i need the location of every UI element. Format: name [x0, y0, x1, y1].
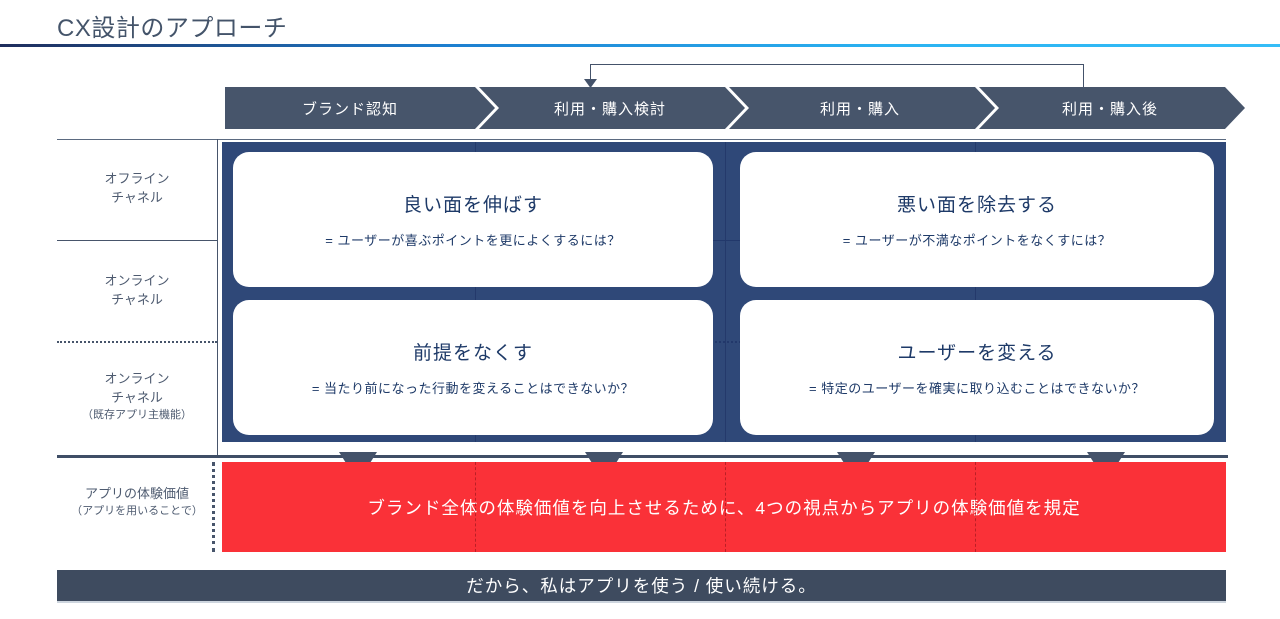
quadrant-card-remove-bad: 悪い面を除去する = ユーザーが不満なポイントをなくすには？ [740, 152, 1214, 287]
stage-boundary-line [975, 142, 976, 442]
journey-stage-label: 利用・購入検討 [553, 100, 666, 118]
grid-line-top [57, 139, 1226, 140]
quadrant-title: 前提をなくす [412, 343, 533, 364]
journey-stage-label: ブランド認知 [301, 100, 398, 118]
quadrant-title: 悪い面を除去する [896, 195, 1057, 216]
journey-stage-label: 利用・購入後 [1061, 100, 1158, 118]
row-separator-solid [703, 240, 745, 241]
quadrant-subtitle: = ユーザーが喜ぶポイントを更によくするには？ [325, 233, 621, 248]
quadrant-title: 良い面を伸ばす [402, 195, 543, 216]
row-separator-solid [57, 240, 217, 241]
conclusion-bar: だから、私はアプリを使う / 使い続ける。 [57, 570, 1226, 603]
title-underline [0, 44, 1280, 47]
row-separator-dotted [703, 341, 745, 343]
quadrant-card-extend-good: 良い面を伸ばす = ユーザーが喜ぶポイントを更によくするには？ [233, 152, 713, 287]
quadrant-subtitle: = 当たり前になった行動を変えることはできないか？ [311, 381, 635, 396]
grid-line-vertical [217, 139, 218, 457]
quadrant-card-change-user: ユーザーを変える = 特定のユーザーを確実に取り込むことはできないか？ [740, 300, 1214, 435]
loopback-arrow-line [590, 64, 591, 80]
loopback-arrow-line [590, 64, 1084, 65]
app-value-banner: ブランド全体の体験価値を向上させるために、4つの視点からアプリの体験価値を規定 [222, 462, 1226, 552]
red-banner-dotted-edge [212, 462, 215, 552]
quadrant-subtitle: = 特定のユーザーを確実に取り込むことはできないか？ [809, 381, 1145, 396]
page-title: CX設計のアプローチ [57, 15, 288, 42]
row-label-app-experience-value: アプリの体験価値 （アプリを用いることで） [71, 486, 203, 517]
row-label-online-channel: オンライン チャネル [104, 273, 170, 307]
value-separator-line [57, 455, 1228, 458]
banner-stage-dashed-line [475, 462, 476, 552]
row-label-offline-channel: オフライン チャネル [104, 171, 170, 205]
stage-boundary-line [725, 142, 726, 442]
quadrant-subtitle: = ユーザーが不満なポイントをなくすには？ [842, 233, 1112, 248]
row-separator-dotted [57, 341, 217, 343]
stage-boundary-line [475, 142, 476, 442]
quadrant-card-remove-premise: 前提をなくす = 当たり前になった行動を変えることはできないか？ [233, 300, 713, 435]
journey-stage-label: 利用・購入 [819, 100, 900, 118]
loopback-arrow-line [1083, 64, 1084, 88]
banner-stage-dashed-line [725, 462, 726, 552]
app-value-banner-text: ブランド全体の体験価値を向上させるために、4つの視点からアプリの体験価値を規定 [367, 497, 1081, 518]
loopback-arrowhead-icon [584, 79, 597, 88]
conclusion-text: だから、私はアプリを使う / 使い続ける。 [466, 576, 817, 596]
journey-stage-post-purchase: 利用・購入後 [979, 87, 1245, 129]
banner-stage-dashed-line [975, 462, 976, 552]
row-label-online-channel-app: オンライン チャネル （既存アプリ主機能） [82, 371, 192, 421]
journey-stage-purchase: 利用・購入 [729, 87, 995, 129]
journey-stage-brand-awareness: ブランド認知 [225, 87, 495, 129]
journey-stage-consideration: 利用・購入検討 [479, 87, 745, 129]
quadrant-title: ユーザーを変える [897, 343, 1057, 364]
